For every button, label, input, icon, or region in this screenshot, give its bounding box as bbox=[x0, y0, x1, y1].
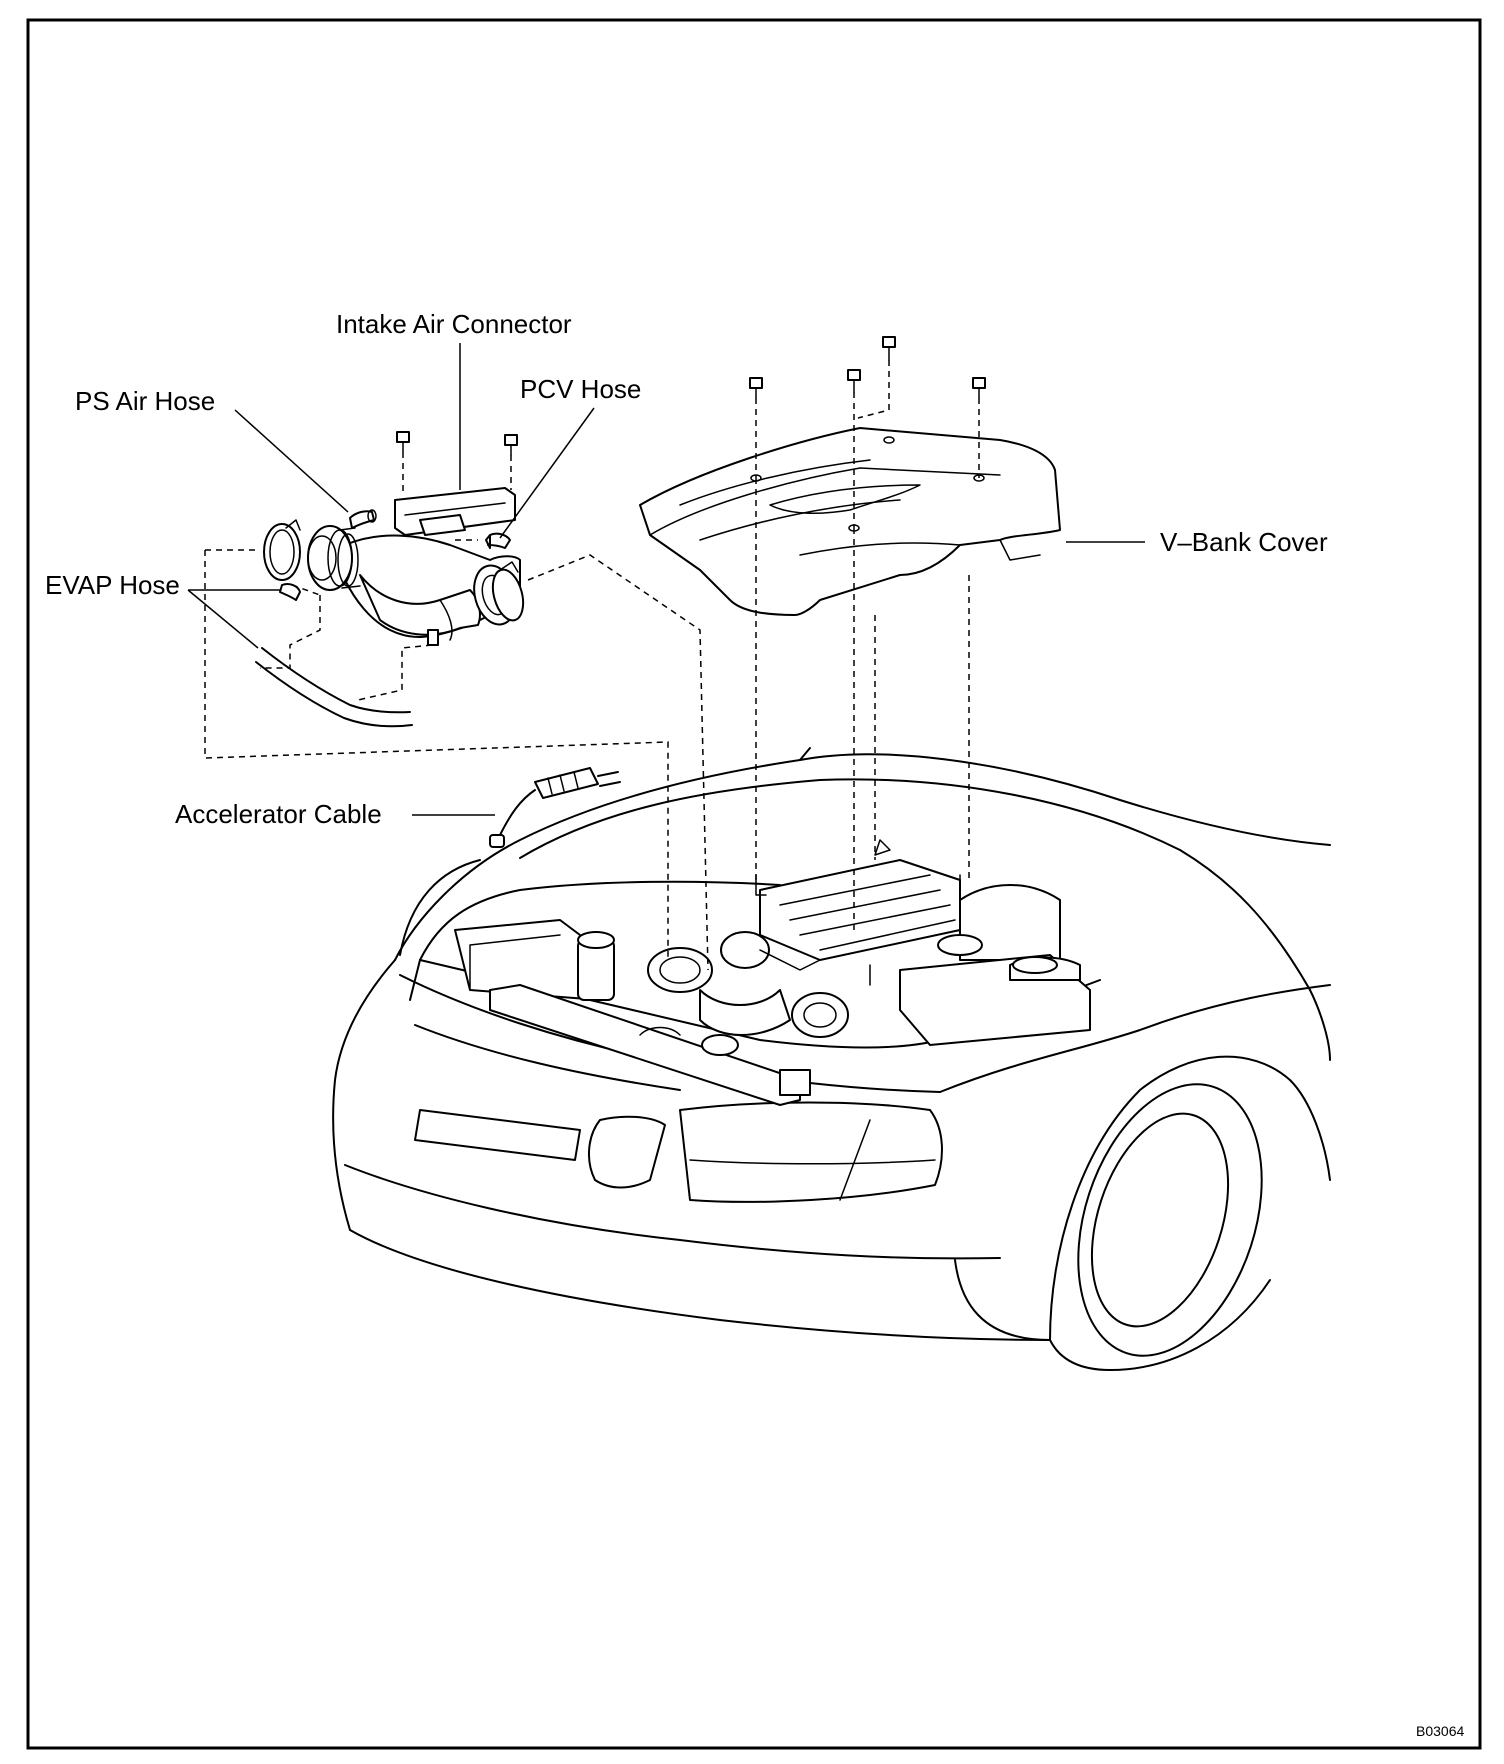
label-accelerator-cable: Accelerator Cable bbox=[175, 799, 382, 829]
ps-air-hose bbox=[349, 509, 377, 529]
engine-bay bbox=[399, 839, 1101, 1106]
label-evap-hose: EVAP Hose bbox=[45, 570, 180, 600]
diagram-frame bbox=[26, 18, 1482, 1750]
bolt bbox=[882, 336, 896, 361]
bolt bbox=[396, 431, 410, 453]
intake-connector-bolts bbox=[396, 431, 518, 495]
figure-code: B03064 bbox=[1416, 1723, 1464, 1739]
evap-hose bbox=[255, 582, 413, 728]
v-bank-cover-bolts bbox=[749, 336, 986, 399]
intake-air-connector bbox=[263, 487, 525, 646]
leader-lines bbox=[187, 343, 1145, 816]
bolt bbox=[847, 369, 861, 393]
label-ps-air-hose: PS Air Hose bbox=[75, 386, 215, 416]
bolt bbox=[504, 434, 518, 456]
label-intake-air-connector: Intake Air Connector bbox=[336, 309, 572, 339]
v-bank-cover bbox=[639, 427, 1061, 616]
label-v-bank-cover: V–Bank Cover bbox=[1160, 527, 1328, 557]
v-bank-cover-guides bbox=[755, 360, 980, 935]
bolt bbox=[972, 377, 986, 399]
label-pcv-hose: PCV Hose bbox=[520, 374, 641, 404]
car-body bbox=[332, 747, 1331, 1371]
pcv-hose bbox=[485, 532, 511, 549]
accelerator-cable bbox=[489, 767, 621, 848]
bolt bbox=[749, 377, 763, 399]
intake-assembly-guides bbox=[204, 539, 709, 971]
